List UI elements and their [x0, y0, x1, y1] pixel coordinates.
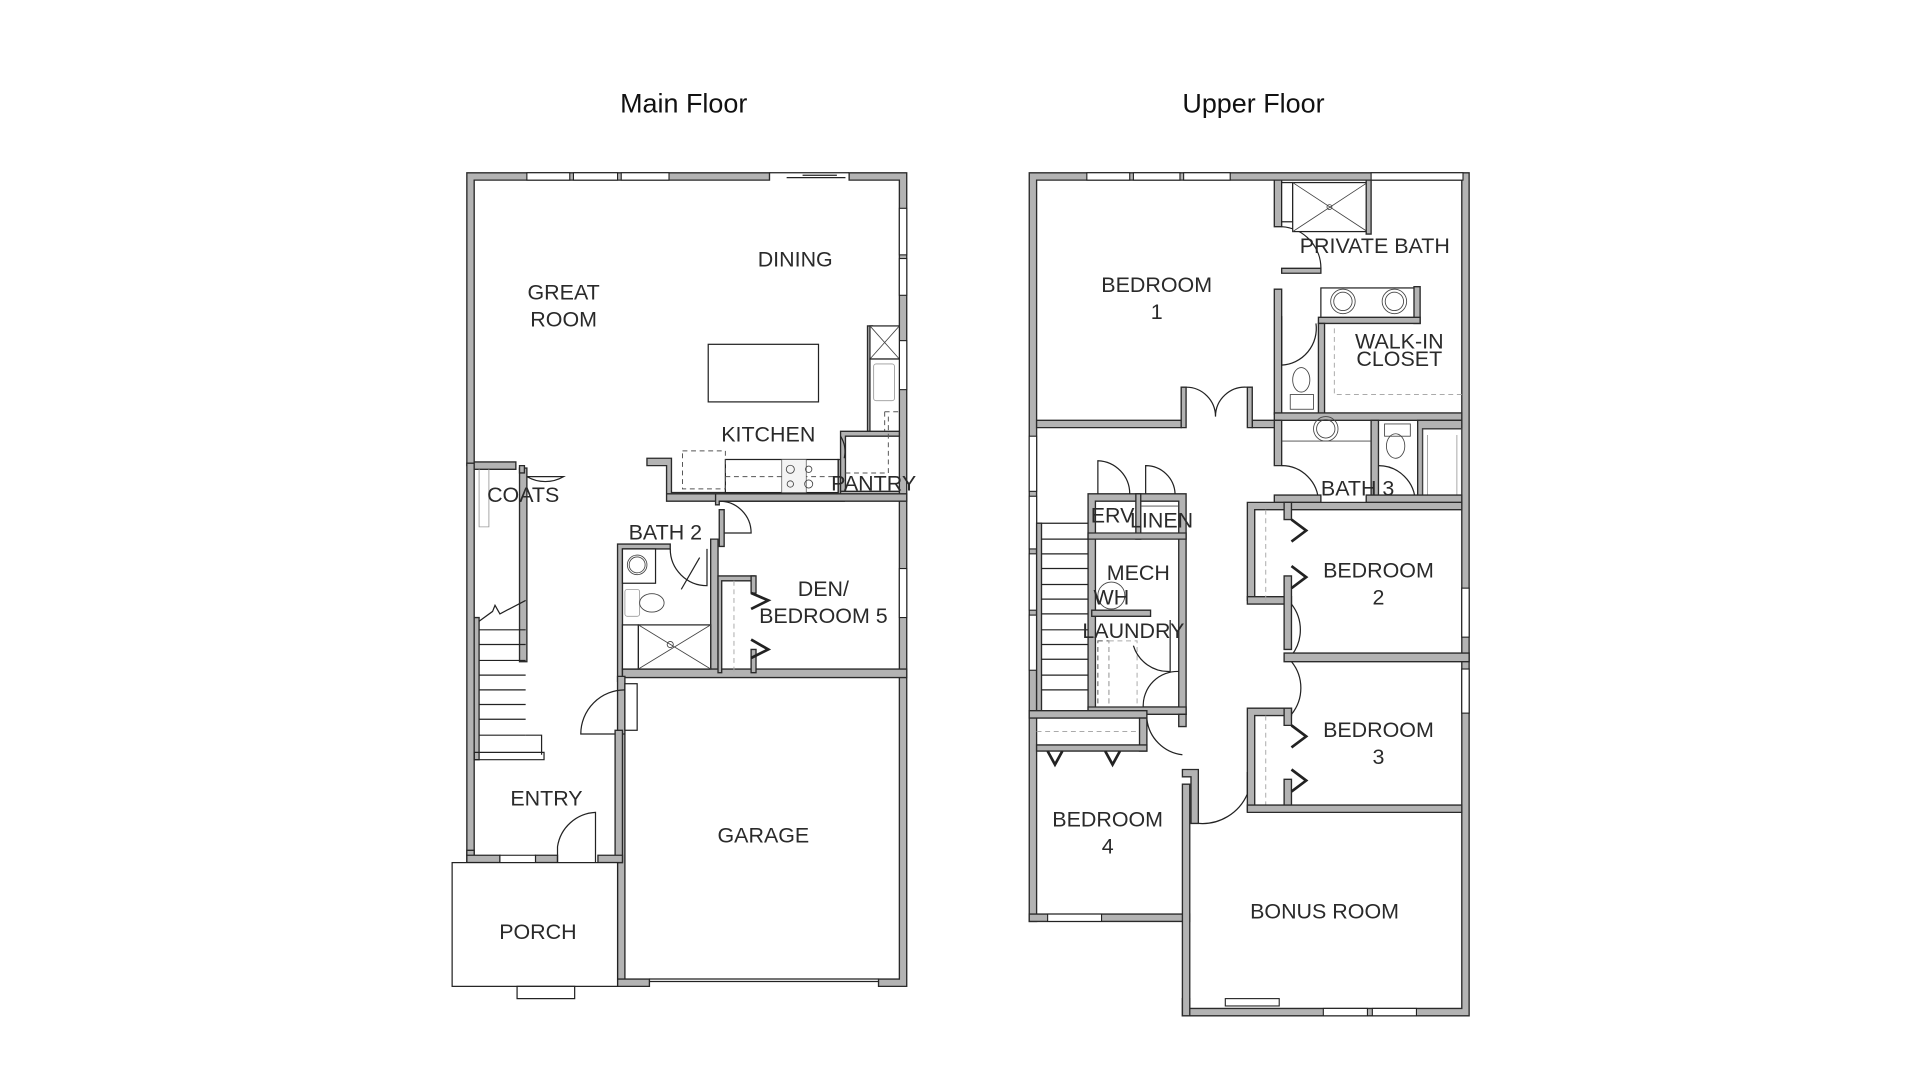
room-label-den-bedroom-5: BEDROOM 5	[759, 604, 888, 628]
room-label-entry: ENTRY	[510, 787, 582, 811]
room-label-water-heater: WH	[1093, 586, 1129, 610]
room-label-kitchen: KITCHEN	[721, 423, 815, 447]
room-label-bedroom-3: 3	[1372, 745, 1384, 769]
main-floor-plan	[451, 172, 908, 1000]
room-label-bedroom-4: BEDROOM	[1052, 807, 1163, 831]
upper-floor-plan	[1028, 172, 1470, 1017]
room-label-bedroom-2: BEDROOM	[1323, 559, 1434, 583]
room-label-erv: ERV	[1091, 504, 1135, 528]
room-label-bedroom-1: 1	[1151, 300, 1163, 324]
room-label-great-room: ROOM	[530, 307, 597, 331]
main-floor-title: Main Floor	[620, 89, 747, 119]
room-label-garage: GARAGE	[717, 823, 809, 847]
room-label-coats: COATS	[487, 483, 559, 507]
kitchen-island	[707, 343, 820, 403]
room-label-walk-in-closet: CLOSET	[1356, 347, 1442, 371]
room-label-bedroom-2: 2	[1372, 586, 1384, 610]
room-label-porch: PORCH	[499, 920, 576, 944]
room-label-pantry: PANTRY	[831, 472, 916, 496]
room-label-mech: MECH	[1107, 561, 1170, 585]
room-label-bedroom-3: BEDROOM	[1323, 718, 1434, 742]
room-label-bath-2: BATH 2	[629, 521, 702, 545]
room-label-laundry: LAUNDRY	[1082, 619, 1184, 643]
main-stairs	[473, 599, 545, 761]
room-label-linen: LINEN	[1130, 508, 1193, 532]
room-label-walk-in-closet: WALK-IN	[1355, 330, 1444, 354]
room-label-bedroom-4: 4	[1102, 834, 1114, 858]
upper-stairs	[1035, 522, 1089, 717]
room-label-bath-3: BATH 3	[1321, 477, 1394, 501]
room-label-private-bath: PRIVATE BATH	[1300, 234, 1450, 258]
room-label-dining: DINING	[758, 247, 833, 271]
upper-floor-title: Upper Floor	[1182, 89, 1324, 119]
room-label-bedroom-1: BEDROOM	[1101, 273, 1212, 297]
room-label-bonus-room: BONUS ROOM	[1250, 899, 1399, 923]
room-label-great-room: GREAT	[528, 280, 600, 304]
room-label-den-bedroom-5: DEN/	[798, 577, 849, 601]
